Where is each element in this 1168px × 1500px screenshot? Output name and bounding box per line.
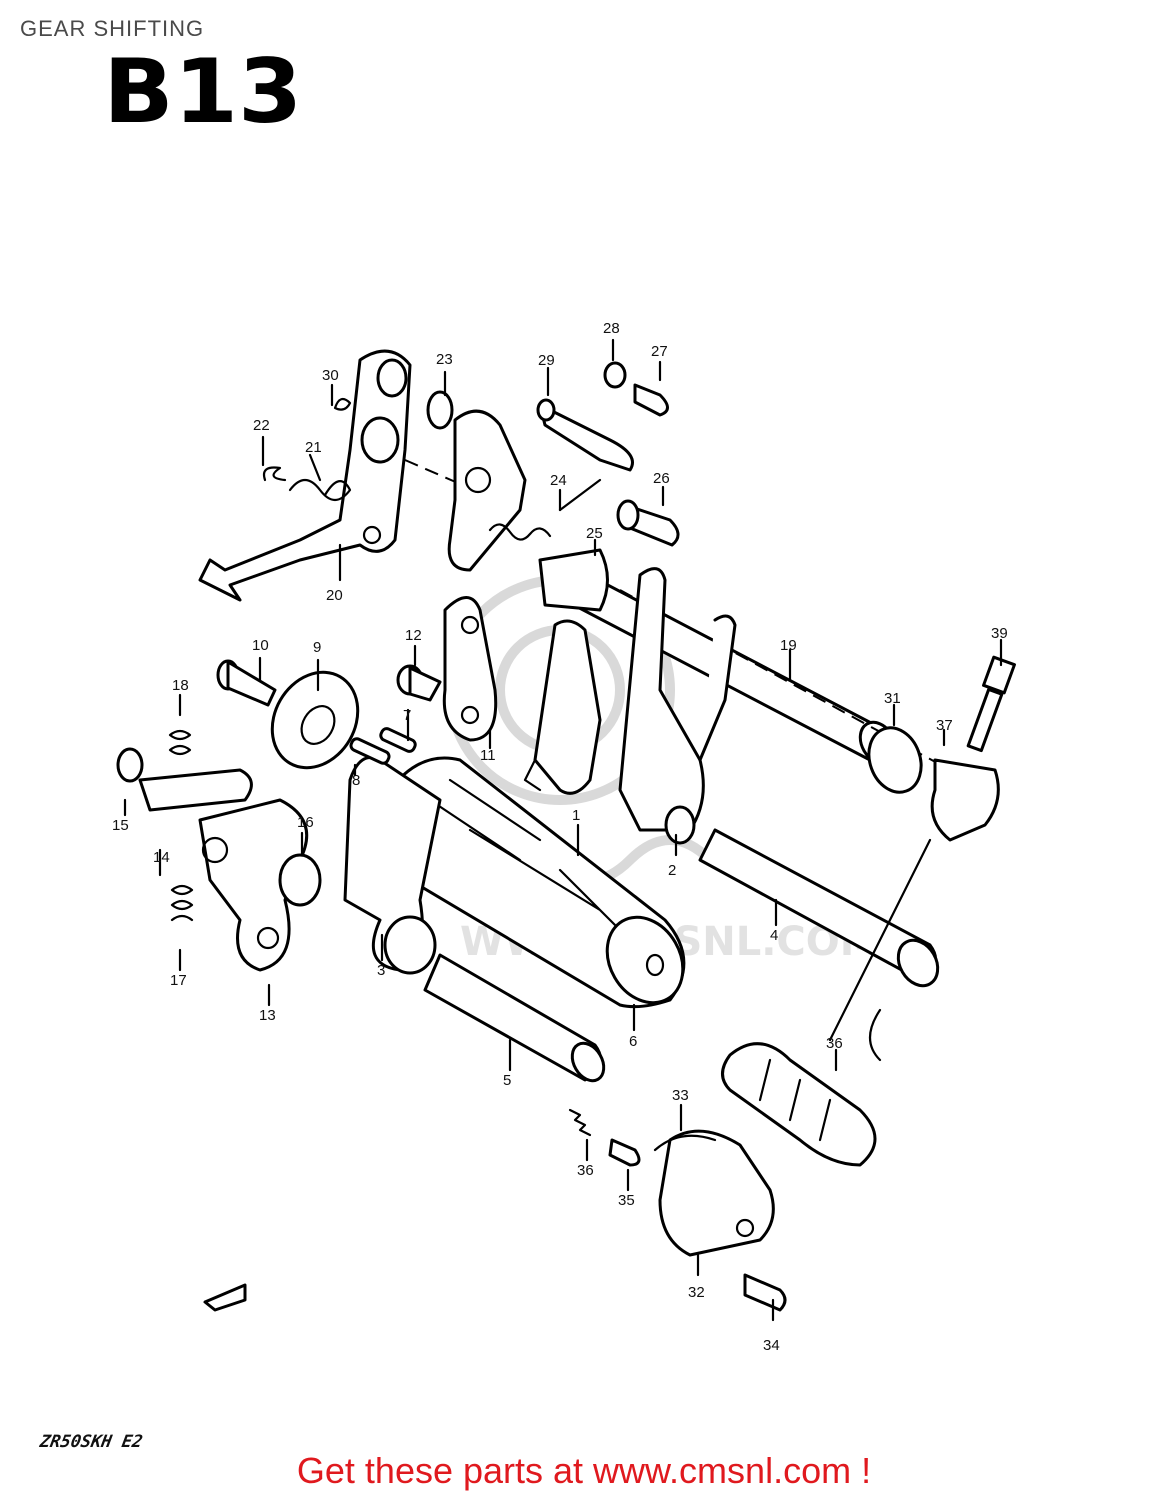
- callout-24: 24: [550, 472, 567, 489]
- callout-28: 28: [603, 320, 620, 337]
- washer-31: [867, 726, 923, 794]
- pawl-lifter-13: [198, 798, 309, 972]
- callout-10: 10: [252, 637, 269, 654]
- callout-4: 4: [770, 927, 778, 944]
- callout-25: 25: [586, 525, 603, 542]
- callout-35: 35: [618, 1192, 635, 1209]
- spring-21: [288, 478, 352, 502]
- clip-22: [262, 466, 287, 482]
- model-code: ZR50SKH E2: [38, 1432, 145, 1452]
- gasket-33: [653, 1134, 717, 1152]
- gear-shift-drum: [388, 756, 686, 1009]
- callout-11: 11: [480, 747, 496, 764]
- callout-37: 37: [936, 717, 953, 734]
- bolt-26: [616, 499, 680, 547]
- cam-guide-9: [270, 670, 360, 770]
- cam-stopper-11: [442, 596, 498, 742]
- front-arrow-icon: [203, 1283, 247, 1312]
- bolt-27: [633, 383, 669, 417]
- drum-stopper-plate: [343, 756, 442, 975]
- washer-23: [426, 390, 454, 430]
- callout-15: 15: [112, 817, 129, 834]
- bolt-29: [536, 398, 634, 472]
- spring-36b: [568, 1108, 592, 1137]
- gearshift-lever-37: [828, 758, 1000, 1062]
- callout-21: 21: [305, 439, 322, 456]
- screw-10: [216, 659, 277, 707]
- callout-7: 7: [403, 707, 411, 724]
- collar-25: [538, 548, 609, 612]
- callout-22: 22: [253, 417, 270, 434]
- callout-32: 32: [688, 1284, 705, 1301]
- spring-18: [168, 729, 192, 756]
- callout-14: 14: [153, 849, 170, 866]
- cover-32: [658, 1129, 775, 1257]
- callout-33: 33: [672, 1087, 689, 1104]
- bolt-39: [966, 655, 1016, 753]
- section-code: B13: [103, 40, 303, 143]
- callout-20: 20: [326, 587, 343, 604]
- shaft-4: [698, 828, 940, 988]
- callout-34: 34: [763, 1337, 780, 1354]
- footpeg-rubber-36: [721, 1042, 877, 1167]
- callout-29: 29: [538, 352, 555, 369]
- callout-18: 18: [172, 677, 189, 694]
- callout-30: 30: [322, 367, 339, 384]
- callout-31: 31: [884, 690, 901, 707]
- spring-24: [488, 478, 602, 541]
- pin-15: [116, 747, 144, 783]
- pin-35: [608, 1138, 641, 1167]
- callout-39: 39: [991, 625, 1008, 642]
- callout-16: 16: [297, 814, 314, 831]
- callout-17: 17: [170, 972, 187, 989]
- callout-3: 3: [377, 962, 385, 979]
- callout-12: 12: [405, 627, 422, 644]
- pawl-14: [138, 768, 253, 812]
- callout-5: 5: [503, 1072, 511, 1089]
- callout-13: 13: [259, 1007, 276, 1024]
- callout-2: 2: [668, 862, 676, 879]
- bolt-12: [396, 664, 442, 702]
- shift-fork-2: [618, 567, 737, 845]
- callout-leaders: [123, 338, 1003, 1322]
- shaft-5: [423, 953, 606, 1083]
- footer-link[interactable]: Get these parts at www.cmsnl.com !: [296, 1450, 872, 1491]
- callout-36-spring: 36: [577, 1162, 594, 1179]
- callout-23: 23: [436, 351, 453, 368]
- clip-30: [333, 397, 352, 411]
- shift-arm-20: [198, 349, 412, 602]
- callout-9: 9: [313, 639, 321, 656]
- callout-8: 8: [352, 772, 360, 789]
- pin-16: [278, 853, 322, 907]
- screw-34: [743, 1273, 787, 1312]
- callout-1: 1: [572, 807, 580, 824]
- shift-fork-1: [523, 619, 602, 795]
- callout-36-rubber: 36: [826, 1035, 843, 1052]
- callout-26: 26: [653, 470, 670, 487]
- shift-cam-plate: [447, 409, 527, 572]
- callout-6: 6: [629, 1033, 637, 1050]
- nut-28: [603, 361, 627, 389]
- callout-19: 19: [780, 637, 797, 654]
- spring-17: [170, 884, 194, 922]
- callout-labels: 1 2 3 4 5 6 7 8 9 10 11 12 13 14 15 16 1…: [112, 320, 1008, 1354]
- callout-27: 27: [651, 343, 668, 360]
- pins-7-8: [349, 727, 417, 765]
- diagram-title: GEAR SHIFTING: [20, 16, 205, 41]
